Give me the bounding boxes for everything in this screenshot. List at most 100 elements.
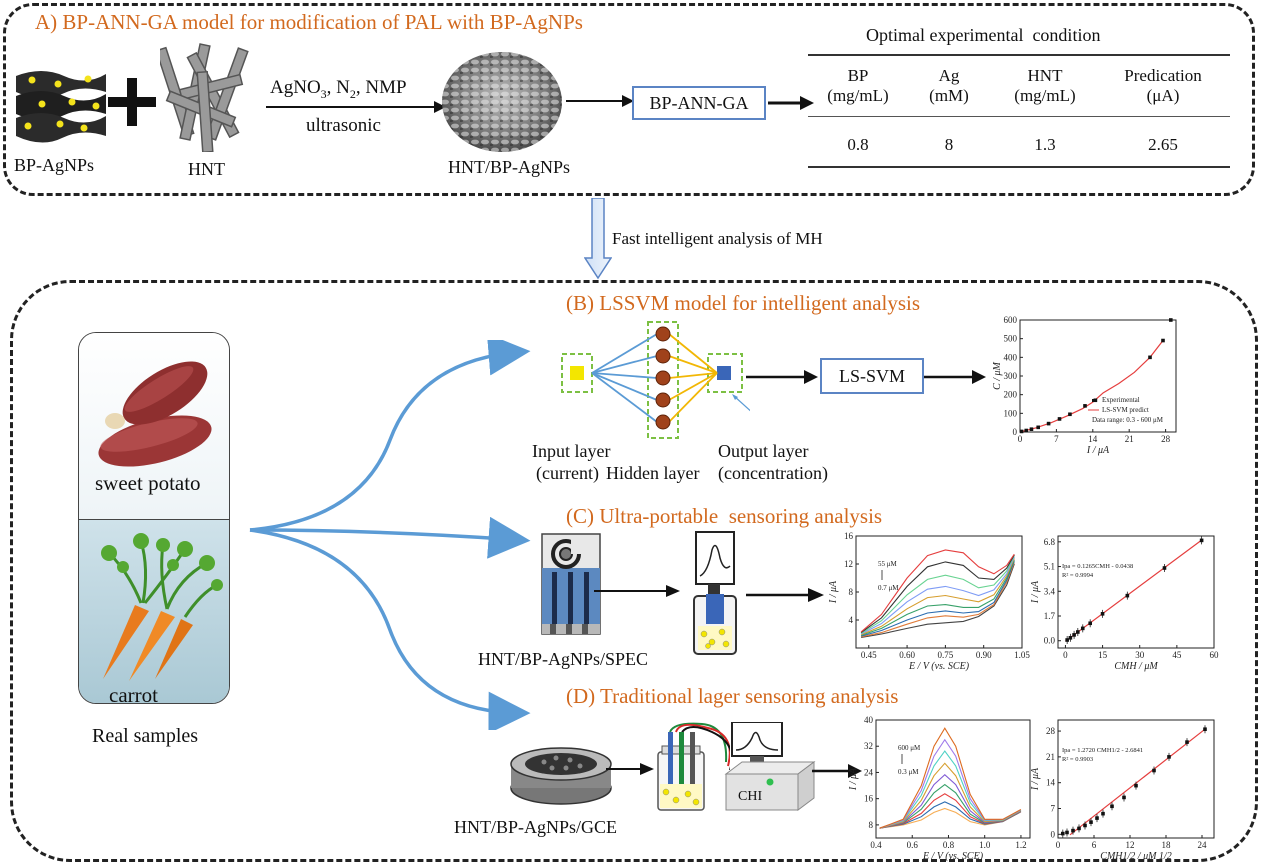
table-mid-rule	[808, 116, 1230, 117]
x-tick-label: 0.4	[870, 840, 882, 850]
annotation-bottom: 0.3 μM	[898, 768, 919, 776]
data-point	[1125, 593, 1130, 598]
data-point	[1093, 398, 1098, 403]
data-point	[1076, 630, 1080, 634]
series-line	[879, 727, 1022, 829]
y-tick-label: 6.8	[1044, 537, 1056, 547]
arrow-to-cell	[606, 763, 654, 775]
plot-frame	[1057, 719, 1215, 839]
table-header-predication: Predication(μA)	[1124, 66, 1202, 106]
legend-marker-experimental	[1092, 399, 1095, 402]
series-line	[879, 807, 1022, 829]
x-tick-label: 14	[1088, 434, 1098, 444]
y-axis-label: I / μA	[1030, 580, 1041, 604]
hnt-tubes-icon	[160, 43, 249, 152]
y-tick-label: 24	[864, 767, 874, 777]
plus-icon	[108, 78, 156, 126]
x-tick-label: 7	[1054, 434, 1059, 444]
neural-network-diagram	[561, 321, 750, 439]
section-c-title: (C) Ultra-portable sensoring analysis	[566, 504, 883, 528]
data-point	[1134, 783, 1138, 788]
data-point	[1065, 830, 1069, 835]
reaction-method: ultrasonic	[306, 115, 381, 136]
x-tick-label: 28	[1161, 434, 1171, 444]
y-tick-label: 200	[1004, 390, 1018, 400]
data-point	[1148, 355, 1152, 360]
data-point	[1089, 820, 1093, 824]
bp-ann-ga-box: BP-ANN-GA	[632, 86, 766, 120]
arrow-to-lssvm-plot	[924, 370, 986, 384]
y-tick-label: 16	[864, 794, 874, 804]
annotation-bottom: 0.7 μM	[878, 584, 899, 592]
x-tick-label: 0.60	[899, 650, 915, 660]
table-title: Optimal experimental condition	[866, 25, 1101, 45]
y-tick-label: 21	[1046, 752, 1055, 762]
arrow-to-model	[566, 95, 634, 107]
bp-agnps-label: BP-AgNPs	[14, 155, 95, 175]
series-line	[861, 563, 1015, 639]
legend-lssvm: LS-SVM predict	[1102, 406, 1149, 414]
reaction-conditions: AgNO3, N2, NMP	[270, 77, 407, 101]
y-tick-label: 300	[1004, 371, 1018, 381]
data-point	[1162, 566, 1167, 570]
gce-electrode-icon	[510, 747, 612, 805]
y-tick-label: 40	[864, 715, 874, 725]
gce-label: HNT/BP-AgNPs/GCE	[454, 817, 618, 837]
section-d-title: (D) Traditional lager sensoring analysis	[566, 684, 899, 708]
arrow-to-table	[768, 96, 814, 110]
plot-frame	[875, 719, 1031, 839]
series-line	[879, 750, 1022, 829]
y-tick-label: 8	[869, 820, 874, 830]
y-tick-label: 600	[1004, 315, 1018, 325]
data-point	[1046, 421, 1051, 426]
y-tick-label: 100	[1004, 408, 1018, 418]
data-point	[1061, 831, 1065, 836]
chi-label: CHI	[738, 789, 763, 804]
carrot-label: carrot	[109, 683, 158, 704]
x-tick-label: 18	[1162, 840, 1172, 850]
y-tick-label: 0	[1013, 427, 1018, 437]
data-point	[1101, 811, 1105, 816]
x-tick-label: 0.90	[976, 650, 992, 660]
section-b-title: (B) LSSVM model for intelligent analysis	[566, 291, 921, 315]
sweet-potato-label: sweet potato	[95, 471, 201, 495]
data-point	[1029, 427, 1034, 431]
x-tick-label: 24	[1198, 840, 1208, 850]
arrow-to-portable	[594, 585, 680, 597]
x-axis-label: E / V (vs. SCE)	[922, 851, 984, 862]
input-layer-label: Input layer	[532, 441, 611, 461]
data-point	[1152, 768, 1156, 773]
table-header-ag: Ag(mM)	[929, 66, 969, 106]
equation-label: Ipa = 0.1265CMH - 0.0438	[1062, 563, 1133, 570]
series-line	[860, 556, 1015, 635]
y-tick-label: 12	[844, 559, 853, 569]
series-line	[879, 762, 1022, 829]
table-header-bp: BP(mg/mL)	[827, 66, 889, 106]
table-value-ag: 8	[944, 135, 954, 154]
plot-frame	[1057, 535, 1215, 649]
branch-arrows	[249, 340, 531, 730]
output-layer-sub: (concentration)	[718, 463, 828, 483]
x-axis-label: E / V (vs. SCE)	[908, 661, 970, 672]
x-axis-label: CMH / μM	[1114, 661, 1158, 672]
table-value-bp: 0.8	[847, 135, 869, 154]
series-line	[860, 555, 1015, 634]
series-line	[860, 560, 1015, 637]
data-point	[1203, 727, 1207, 732]
data-point	[1100, 612, 1105, 616]
series-line	[860, 549, 1015, 633]
y-axis-label: I / μA	[828, 580, 839, 604]
legend-experimental: Experimental	[1102, 396, 1140, 404]
r2-label: R² = 0.9994	[1062, 572, 1094, 579]
portable-device-icon	[693, 531, 737, 655]
spe-electrode-icon	[541, 533, 601, 635]
x-tick-label: 0	[1018, 434, 1023, 444]
table-value-predication: 2.65	[1148, 135, 1178, 154]
